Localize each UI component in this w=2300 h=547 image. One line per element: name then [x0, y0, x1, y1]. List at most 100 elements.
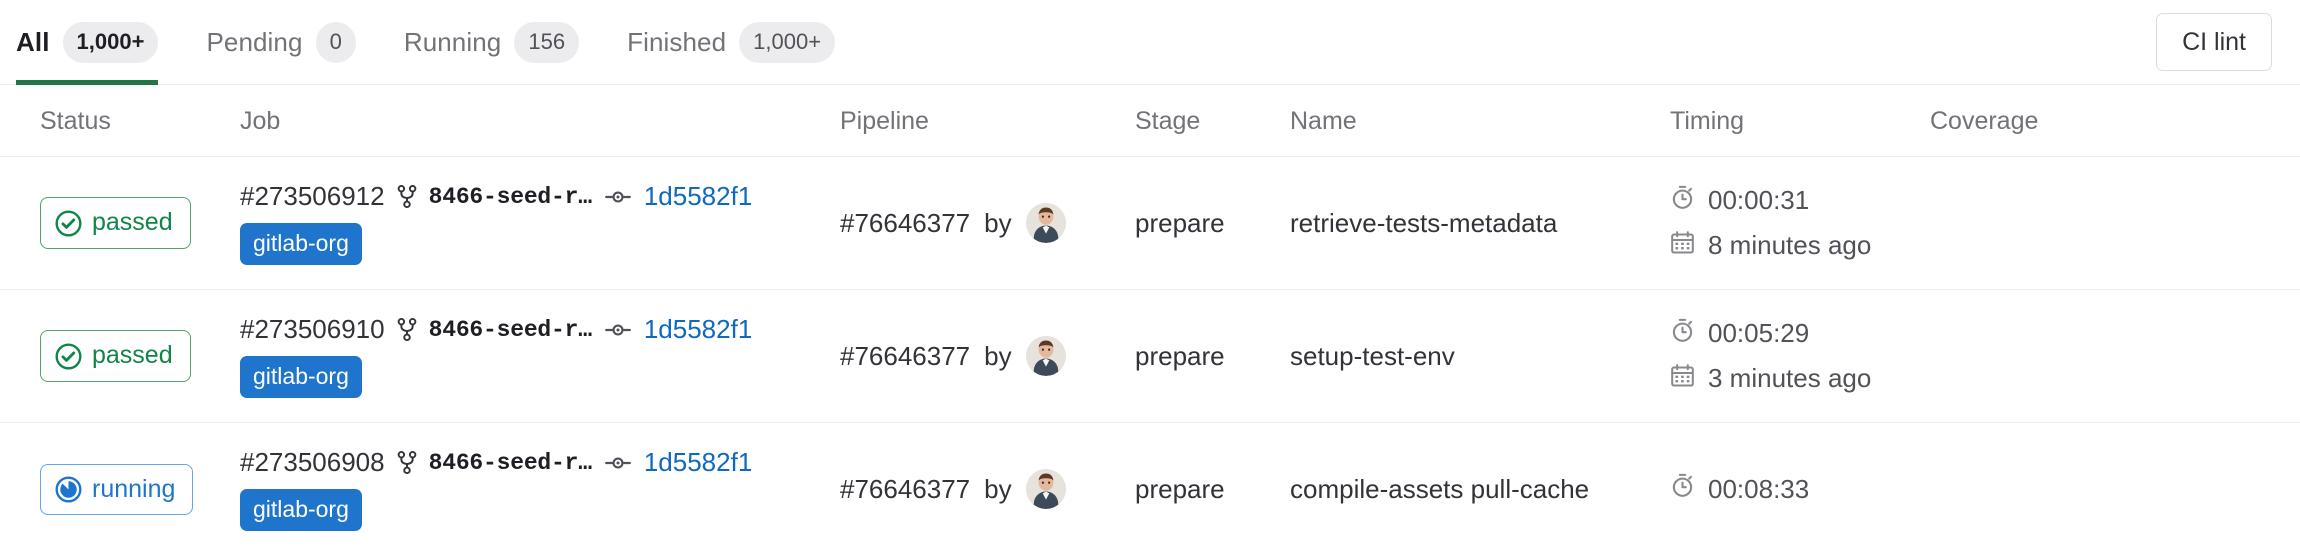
header-pipeline: Pipeline	[840, 85, 1135, 157]
commit-sha-link[interactable]: 1d5582f1	[643, 314, 753, 345]
branch-name-link[interactable]: 8466-seed-r…	[428, 449, 592, 476]
ci-lint-button[interactable]: CI lint	[2156, 13, 2272, 71]
calendar-icon	[1670, 230, 1695, 262]
table-row[interactable]: passed #273506912 8466-seed-r… 1d5582f1	[0, 156, 2300, 290]
table-header-row: Status Job Pipeline Stage Name Timing Co…	[0, 85, 2300, 157]
cell-timing: 00:00:31 8 minutes ago	[1670, 156, 1930, 290]
job-id-link[interactable]: #273506912	[240, 181, 385, 212]
job-duration: 00:05:29	[1670, 318, 1930, 350]
check-circle-icon	[55, 210, 82, 237]
tab-count-badge: 1,000+	[739, 22, 836, 63]
job-duration-text: 00:00:31	[1708, 185, 1810, 215]
job-id-link[interactable]: #273506910	[240, 314, 385, 345]
table-row[interactable]: passed #273506910 8466-seed-r… 1d5582f1	[0, 289, 2300, 423]
status-label: passed	[92, 341, 173, 370]
cell-pipeline: #76646377 by	[840, 289, 1135, 423]
tabbar-actions: CI lint	[2156, 0, 2276, 84]
org-tag[interactable]: gitlab-org	[240, 489, 362, 532]
job-info: #273506908 8466-seed-r… 1d5582f1 gitlab-…	[240, 447, 840, 532]
commit-sha-link[interactable]: 1d5582f1	[643, 181, 753, 212]
pipeline-by-label: by	[984, 207, 1012, 238]
pipeline-id-link[interactable]: #76646377	[840, 340, 971, 371]
cell-coverage	[1930, 156, 2200, 290]
tab-label: Running	[403, 27, 502, 57]
check-circle-icon	[55, 343, 82, 370]
commit-sha-link[interactable]: 1d5582f1	[643, 447, 753, 478]
status-label: running	[92, 474, 176, 503]
header-coverage: Coverage	[1930, 85, 2200, 157]
status-badge[interactable]: passed	[40, 330, 191, 382]
avatar[interactable]	[1025, 336, 1066, 376]
timing-info: 00:05:29 3 minutes ago	[1670, 318, 1930, 395]
cell-stage: prepare	[1135, 289, 1290, 423]
status-badge[interactable]: running	[40, 463, 194, 515]
row-actions	[2200, 192, 2300, 254]
cell-job: #273506912 8466-seed-r… 1d5582f1 gitlab-…	[240, 156, 840, 290]
cell-status: passed	[0, 289, 240, 423]
job-info: #273506910 8466-seed-r… 1d5582f1 gitlab-…	[240, 314, 840, 398]
cell-job: #273506910 8466-seed-r… 1d5582f1 gitlab-…	[240, 289, 840, 423]
job-finished-text: 3 minutes ago	[1708, 363, 1872, 393]
header-job: Job	[240, 85, 840, 157]
tab-finished[interactable]: Finished 1,000+	[603, 1, 859, 85]
job-duration-text: 00:05:29	[1708, 318, 1810, 348]
pipeline-by-label: by	[984, 473, 1012, 504]
branch-name-link[interactable]: 8466-seed-r…	[428, 316, 592, 343]
jobs-table-head: Status Job Pipeline Stage Name Timing Co…	[0, 85, 2300, 157]
avatar[interactable]	[1025, 469, 1066, 510]
calendar-icon	[1670, 363, 1695, 395]
cell-actions	[2200, 156, 2300, 290]
job-name: retrieve-tests-metadata	[1290, 207, 1558, 238]
table-row[interactable]: running #273506908 8466-seed-r… 1d5582f1	[0, 423, 2300, 547]
cell-actions	[2200, 289, 2300, 423]
cell-pipeline: #76646377 by	[840, 156, 1135, 290]
pipeline-info: #76646377 by	[840, 469, 1135, 510]
avatar[interactable]	[1025, 203, 1066, 243]
header-stage: Stage	[1135, 85, 1290, 157]
job-primary-line: #273506912 8466-seed-r… 1d5582f1	[240, 181, 840, 212]
tab-label: All	[16, 27, 50, 57]
org-tag[interactable]: gitlab-org	[240, 356, 362, 398]
tab-count-badge: 156	[514, 22, 580, 63]
pipeline-by-label: by	[984, 340, 1012, 371]
jobs-table: Status Job Pipeline Stage Name Timing Co…	[0, 85, 2300, 547]
row-actions	[2200, 458, 2300, 520]
timing-info: 00:08:33	[1670, 473, 1930, 505]
job-finished-text: 8 minutes ago	[1708, 230, 1872, 260]
cell-stage: prepare	[1135, 156, 1290, 290]
job-id-link[interactable]: #273506908	[240, 447, 385, 478]
header-timing: Timing	[1670, 85, 1930, 157]
cell-name: setup-test-env	[1290, 289, 1670, 423]
commit-icon	[604, 453, 631, 473]
tab-running[interactable]: Running 156	[380, 1, 603, 85]
cell-timing: 00:08:33	[1670, 423, 1930, 547]
cell-job: #273506908 8466-seed-r… 1d5582f1 gitlab-…	[240, 423, 840, 547]
pipeline-id-link[interactable]: #76646377	[840, 207, 971, 238]
job-duration: 00:00:31	[1670, 185, 1930, 217]
tab-count-badge: 0	[315, 22, 356, 63]
timing-info: 00:00:31 8 minutes ago	[1670, 185, 1930, 262]
pipeline-info: #76646377 by	[840, 336, 1135, 376]
tab-label: Finished	[627, 27, 727, 57]
header-status: Status	[0, 85, 240, 157]
branch-name-link[interactable]: 8466-seed-r…	[428, 183, 592, 210]
job-duration: 00:08:33	[1670, 473, 1930, 505]
tab-all[interactable]: All 1,000+	[16, 1, 182, 85]
status-label: passed	[92, 208, 173, 237]
status-badge[interactable]: passed	[40, 197, 191, 249]
tab-count-badge: 1,000+	[62, 22, 159, 63]
pipeline-id-link[interactable]: #76646377	[840, 473, 971, 504]
org-tag[interactable]: gitlab-org	[240, 223, 362, 265]
cell-pipeline: #76646377 by	[840, 423, 1135, 547]
header-actions	[2200, 85, 2300, 157]
jobs-table-body: passed #273506912 8466-seed-r… 1d5582f1	[0, 156, 2300, 547]
job-info: #273506912 8466-seed-r… 1d5582f1 gitlab-…	[240, 181, 840, 265]
cell-status: running	[0, 423, 240, 547]
stage-label: prepare	[1135, 473, 1225, 504]
header-name: Name	[1290, 85, 1670, 157]
cell-coverage	[1930, 289, 2200, 423]
